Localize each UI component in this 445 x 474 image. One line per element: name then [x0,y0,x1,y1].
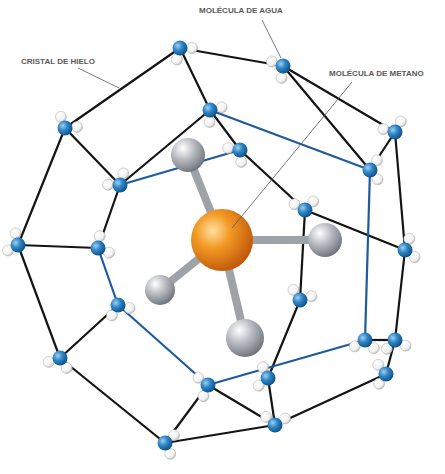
hydrogen-bond [208,385,275,425]
methane-molecule [145,138,342,357]
hydrogen-bond [60,305,118,358]
oxygen-atom [158,436,173,451]
callout-label: CRISTAL DE HIELO [20,58,96,67]
oxygen-atom [388,333,403,348]
oxygen-atom [91,241,106,256]
hydrogen-atom [94,231,105,242]
oxygen-atom [388,125,403,140]
oxygen-atom [276,59,291,74]
hydrogen-atom [103,179,114,190]
ice-cage [3,41,421,460]
hydrogen-atom [171,54,182,65]
hydrogen-atom [236,156,247,167]
callout-label: MOLÉCULA DE AGUA [198,7,284,16]
leader-lines [78,20,352,228]
oxygen-atom [293,293,308,308]
oxygen-atom [298,203,313,218]
methane-hydrogen [226,319,264,357]
hydrogen-atom [187,43,198,54]
oxygen-atom [398,243,413,258]
hydrogen-atom [306,291,317,302]
hydrogen-atom [276,72,287,83]
carbon-atom [191,209,253,271]
oxygen-atom [58,121,73,136]
hydrogen-atom [10,228,21,239]
oxygen-atom [111,298,126,313]
hydrogen-bond [365,170,370,340]
hydrogen-atom [71,121,82,132]
hydrogen-bond [98,248,118,305]
hydrogen-atom [378,124,389,135]
oxygen-atom [233,143,248,158]
hydrogen-bond [300,210,305,300]
hydrogen-bond [18,245,60,358]
oxygen-atom [261,371,276,386]
hydrogen-bond [60,358,165,443]
leader-line [78,68,119,88]
hydrogen-bond [18,128,65,245]
hydrogen-bond [65,128,120,185]
hydrogen-bond [118,305,208,385]
oxygen-atom [268,418,283,433]
oxygen-atom [358,333,373,348]
oxygen-atom [201,378,216,393]
hydrogen-bond [18,245,98,248]
hydrogen-bond [180,48,210,110]
oxygen-atom [11,238,26,253]
hydrogen-bond [165,425,275,443]
methane-hydrogen [171,138,205,172]
oxygen-atom [203,103,218,118]
hydrogen-atom [118,168,129,179]
oxygen-atom [113,178,128,193]
hydrogen-bond [395,250,405,340]
methane-hydrogen [308,223,342,257]
hydrogen-bond [210,110,370,170]
hydrogen-atom [204,116,215,127]
leader-line [262,20,281,58]
hydrogen-atom [223,143,234,154]
oxygen-atom [379,367,394,382]
hydrogen-atom [124,303,135,314]
hydrogen-atom [216,102,227,113]
hydrogen-bond [275,374,386,425]
oxygen-atom [363,163,378,178]
leader-line [232,82,352,228]
hydrogen-bond [395,132,405,250]
methane-hydrogen [145,275,175,305]
oxygen-atom [53,351,68,366]
hydrogen-bond [240,150,305,210]
callout-label: MOLÉCULA DE METANO [328,70,425,79]
oxygen-atom [173,41,188,56]
